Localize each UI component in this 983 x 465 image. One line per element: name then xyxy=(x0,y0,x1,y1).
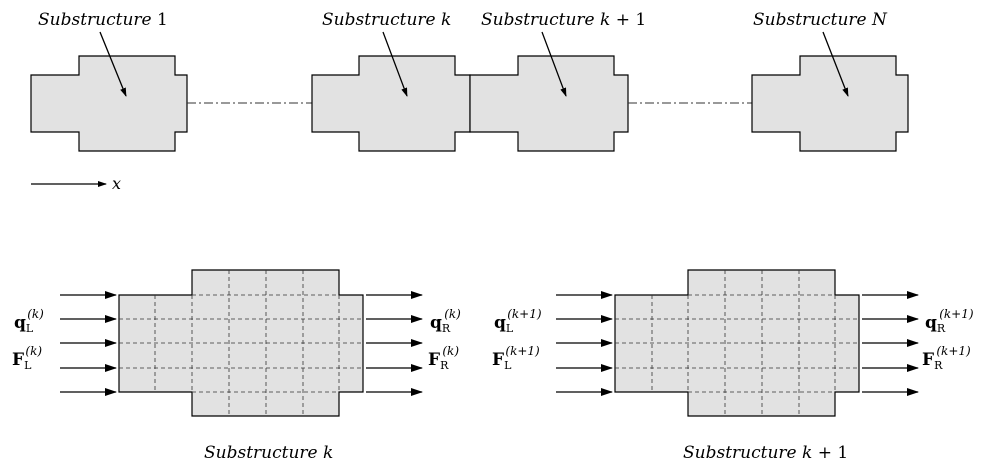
label-substructure-k1: Substructure k + 1 xyxy=(481,10,646,30)
detail-substructure-k1: qL(k+1) FL(k+1) qR(k+1) FR(k+1) Substruc… xyxy=(492,269,974,463)
detail-k1-F-right-label: FR(k+1) xyxy=(922,344,971,372)
detail-k1-caption: Substructure k + 1 xyxy=(683,443,848,463)
top-row: Substructure 1 Substructure k Substructu… xyxy=(30,10,909,193)
x-axis-label: x xyxy=(112,174,121,193)
detail-k1-q-right-label: qR(k+1) xyxy=(925,307,974,335)
detail-k-F-right-label: FR(k) xyxy=(428,344,459,372)
substructure-1-shape xyxy=(30,55,188,152)
label-substructure-k: Substructure k xyxy=(322,10,451,30)
detail-k-F-left-label: FL(k) xyxy=(12,344,42,372)
pointer-arrow-N xyxy=(822,31,849,97)
detail-k1-q-left-label: qL(k+1) xyxy=(494,307,542,335)
pointer-arrow-k1 xyxy=(541,31,567,97)
substructure-k-shape xyxy=(311,55,471,152)
detail-substructure-k: qL(k) FL(k) qR(k) FR(k) Substructure k xyxy=(12,269,461,463)
detail-k-caption: Substructure k xyxy=(204,443,333,463)
detail-k-q-right-label: qR(k) xyxy=(430,307,461,335)
label-substructure-N: Substructure N xyxy=(753,10,888,30)
detail-k1-F-left-label: FL(k+1) xyxy=(492,344,540,372)
detail-k-q-left-label: qL(k) xyxy=(14,307,44,335)
pointer-arrow-k xyxy=(382,31,408,97)
pointer-arrow-1 xyxy=(99,31,127,97)
substructure-N-shape xyxy=(751,55,909,152)
label-substructure-1: Substructure 1 xyxy=(38,10,168,30)
substructure-k1-shape xyxy=(469,55,629,152)
